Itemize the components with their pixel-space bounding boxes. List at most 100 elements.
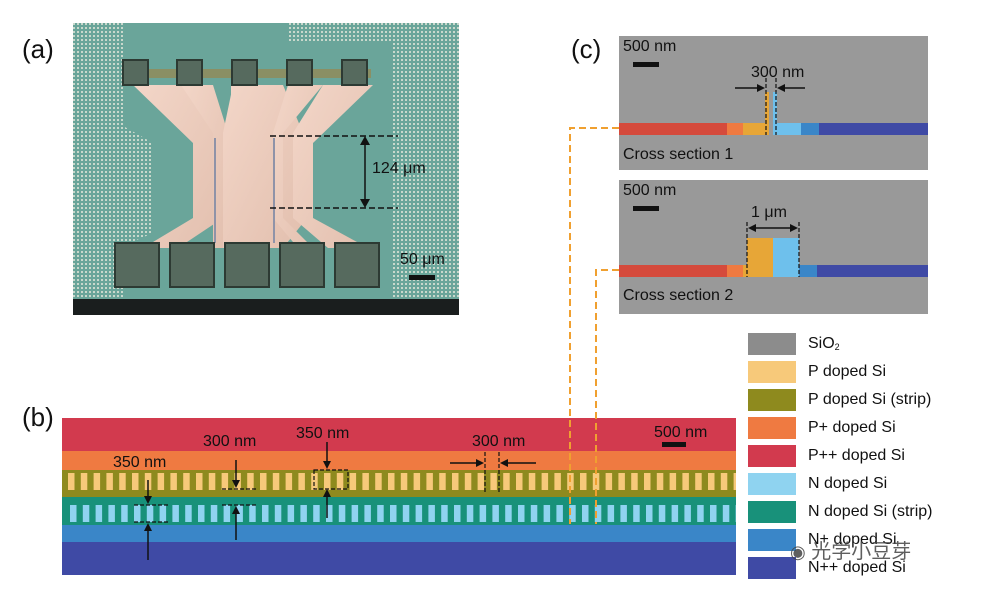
legend-swatch [748,501,796,523]
n-strip-finger [313,505,320,522]
p-strip-finger [298,473,305,490]
p-strip-finger [580,473,587,490]
n-strip-finger [390,505,397,522]
p-strip-finger [426,473,433,490]
n-strip-finger [121,505,128,522]
n-strip-finger [671,505,679,522]
panel-c-label: (c) [571,34,602,64]
panel-a-dimension: 124 μm [372,160,426,177]
legend-swatch [748,333,796,355]
n-strip-finger [646,505,653,522]
n-strip-finger [684,505,691,522]
n-strip-finger [351,505,359,522]
legend-item-p-strip: P doped Si (strip) [748,389,931,411]
p-strip-finger [567,473,574,490]
n-strip-finger [146,505,154,522]
legend-label: N++ doped Si [808,559,906,576]
n-strip-finger [185,505,192,522]
p-strip-finger [682,473,689,490]
legend-item-n-plus-plus: N++ doped Si [748,557,906,579]
n-strip-finger [172,505,179,522]
p-strip-finger [413,473,421,490]
p-strip-finger [528,473,536,490]
p-strip-finger [247,473,254,490]
n-strip-finger [108,505,115,522]
p-strip-finger [605,473,613,490]
legend-swatch [748,417,796,439]
cs2-gap-label: 1 μm [751,204,787,221]
n-strip-finger [658,505,666,522]
n-strip-finger [594,505,602,522]
n-strip-finger [70,505,77,522]
p-strip-finger [592,473,600,490]
n-strip-finger [287,505,295,522]
p-strip-finger [183,473,190,490]
n-strip-finger [722,505,730,522]
legend-swatch [748,557,796,579]
p-strip-finger [132,473,139,490]
n-strip-finger [556,505,563,522]
legend-swatch [748,445,796,467]
n-strip-finger [262,505,269,522]
legend-label: P++ doped Si [808,447,905,464]
microscope-image [73,23,459,315]
panel-b-scalebar-label: 500 nm [654,424,708,441]
cs1-scalebar-label: 500 nm [623,38,677,55]
p-strip-finger [260,473,267,490]
legend-label: SiO [808,335,835,352]
cross-section-2 [619,180,928,314]
n-strip-finger [441,505,448,522]
n-strip-finger [198,505,205,522]
cs1-title: Cross section 1 [623,146,734,163]
panel-a-scalebar-label: 50 μm [400,251,445,268]
p-strip-finger [362,473,369,490]
n-strip-finger [620,505,627,522]
p-strip-finger [349,473,357,490]
cs1-gap-label: 300 nm [751,64,805,81]
legend-swatch [748,529,796,551]
n-strip-finger [274,505,282,522]
legend-label: N doped Si (strip) [808,503,933,520]
n-strip-finger [300,505,307,522]
p-strip-finger [324,473,331,490]
p-strip-finger [119,473,126,490]
panel-a-label: (a) [22,34,54,64]
n-strip-finger [159,505,167,522]
legend-item-p-plus-plus: P++ doped Si [748,445,905,467]
p-strip-finger [170,473,177,490]
n-strip-finger [505,505,512,522]
panel-b-dim-1: 350 nm [113,454,167,471]
p-strip-finger [336,473,344,490]
legend-swatch [748,361,796,383]
p-strip-finger [554,473,561,490]
legend-item-n-plus: N+ doped Si [748,529,897,551]
p-strip-finger [708,473,715,490]
legend-swatch [748,389,796,411]
n-strip-finger [569,505,576,522]
p-strip-finger [477,473,485,490]
n-strip-finger [518,505,525,522]
p-strip-finger [388,473,395,490]
panel-b-dim-3: 350 nm [296,425,350,442]
n-strip-finger [582,505,589,522]
legend-item-sio2: SiO2 [748,333,840,355]
p-strip-finger [400,473,408,490]
p-strip-finger [695,473,702,490]
p-strip-finger [196,473,203,490]
watermark: ◉ 光学小豆芽 [790,535,911,564]
p-strip-finger [106,473,113,490]
n-strip-finger [338,505,346,522]
p-strip-finger [221,473,229,490]
legend-label: P doped Si [808,363,886,380]
p-strip-finger [644,473,651,490]
n-strip-finger [543,505,551,522]
p-strip-finger [464,473,472,490]
wechat-icon: ◉ [790,542,806,562]
legend-label: N doped Si [808,475,888,492]
n-strip-finger [710,505,717,522]
n-strip-finger [402,505,410,522]
p-strip-finger [285,473,293,490]
cs2-title: Cross section 2 [623,287,734,304]
p-strip-finger [208,473,216,490]
cs2-scalebar-label: 500 nm [623,182,677,199]
